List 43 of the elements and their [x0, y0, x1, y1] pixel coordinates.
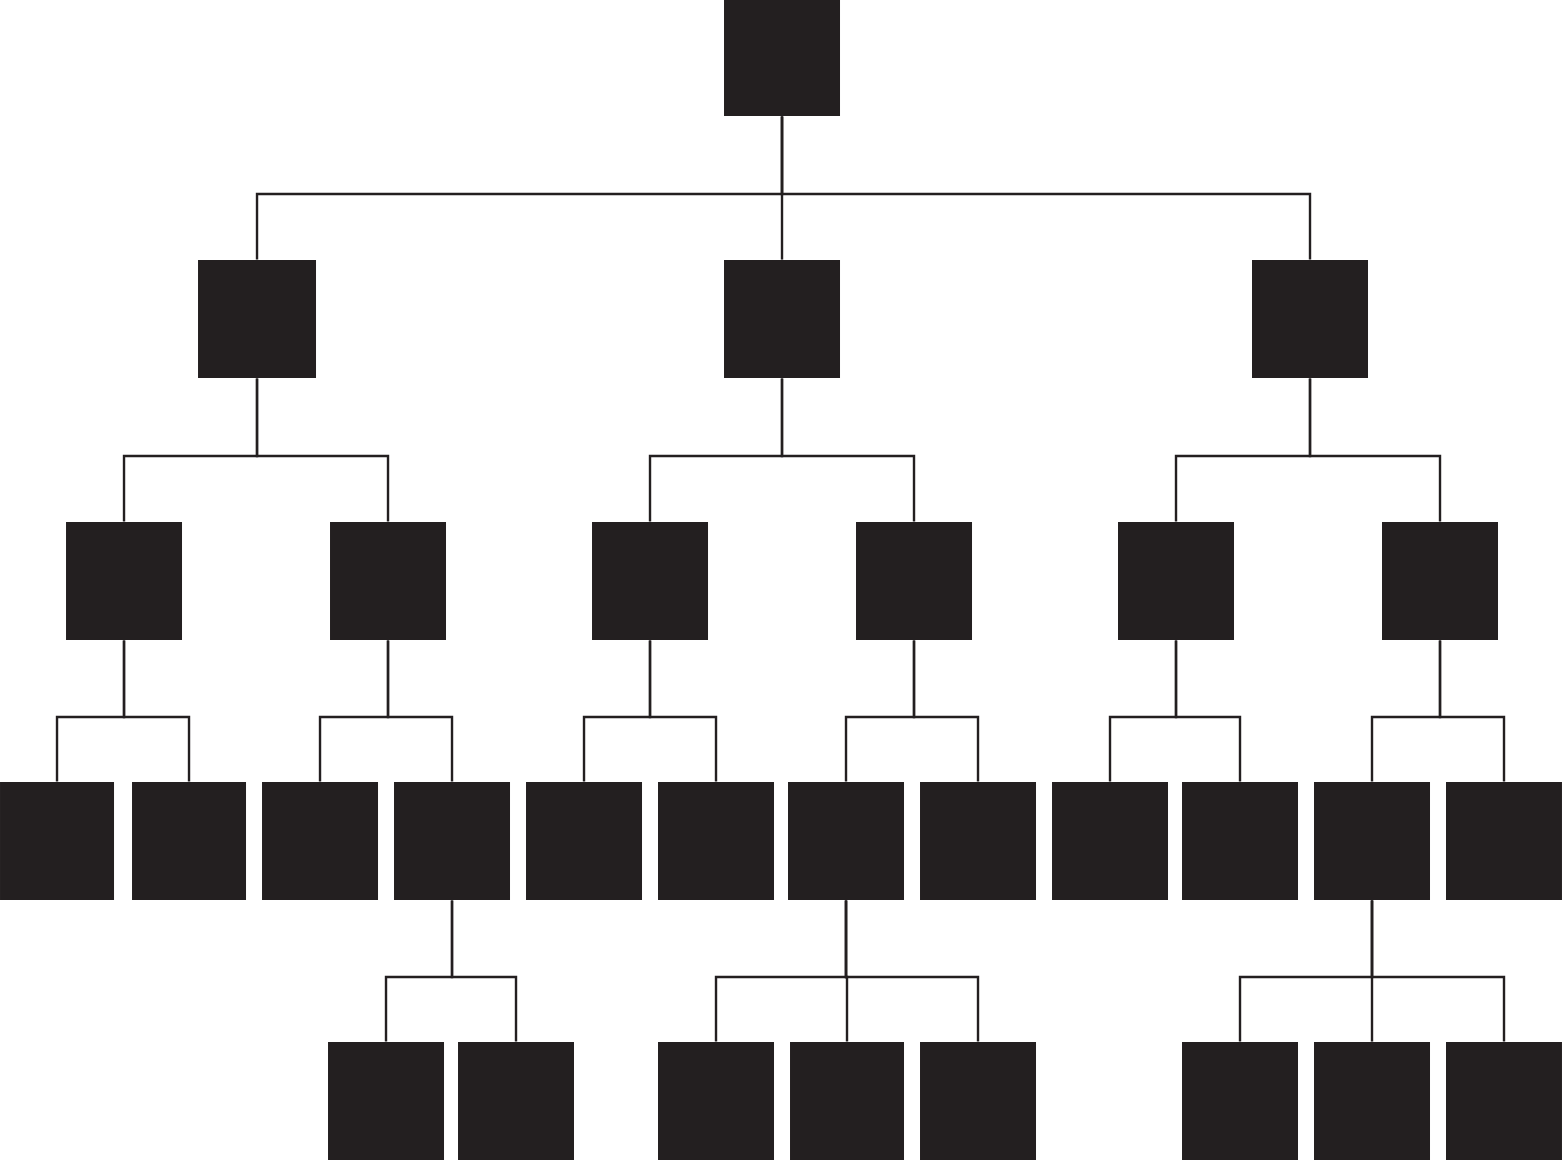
connector-line	[780, 378, 916, 522]
box	[1182, 1042, 1298, 1160]
box	[592, 522, 708, 640]
box	[1182, 782, 1298, 900]
box	[1252, 260, 1368, 378]
box	[856, 522, 972, 640]
box	[1314, 1042, 1430, 1160]
connector-line	[844, 900, 980, 1042]
box	[724, 0, 840, 116]
connector-line	[1174, 640, 1242, 782]
box	[458, 1042, 574, 1160]
box	[526, 782, 642, 900]
box	[788, 782, 904, 900]
box	[724, 260, 840, 378]
connector-line	[386, 640, 454, 782]
connector-line	[1308, 378, 1442, 522]
connector-line	[912, 640, 980, 782]
connector-line	[122, 640, 191, 782]
box	[328, 1042, 444, 1160]
box	[1314, 782, 1430, 900]
box	[1446, 782, 1562, 900]
box	[0, 782, 114, 900]
box	[1446, 1042, 1562, 1160]
box	[790, 1042, 904, 1160]
box	[1118, 522, 1234, 640]
connector-line	[1370, 900, 1506, 1042]
box	[394, 782, 510, 900]
connector-line	[1438, 640, 1506, 782]
connector-line	[780, 116, 1312, 260]
connector-line	[648, 640, 718, 782]
box	[658, 782, 774, 900]
connector-line	[255, 378, 390, 522]
box	[920, 782, 1036, 900]
box	[1052, 782, 1168, 900]
box	[1382, 522, 1498, 640]
box	[330, 522, 446, 640]
box	[198, 260, 316, 378]
connector-line	[450, 900, 518, 1042]
box	[132, 782, 246, 900]
box	[262, 782, 378, 900]
box	[658, 1042, 774, 1160]
box	[920, 1042, 1036, 1160]
box	[66, 522, 182, 640]
